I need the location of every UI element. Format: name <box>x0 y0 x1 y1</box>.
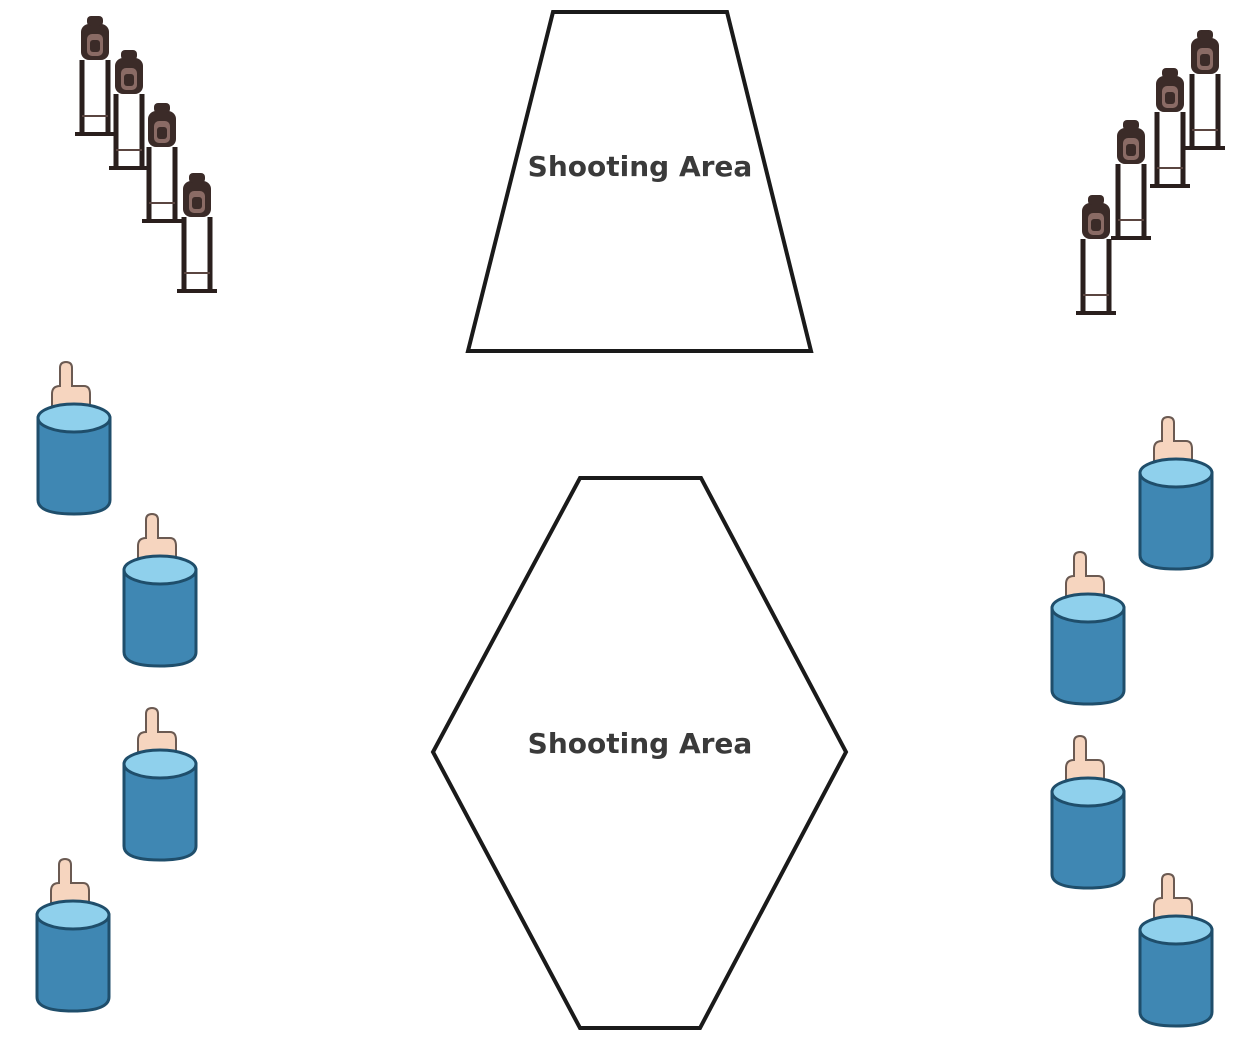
target-stands-left <box>75 16 217 291</box>
barrel-targets-right <box>1052 417 1212 1026</box>
target-stands-right <box>1076 30 1225 313</box>
barrel-target-icon <box>124 514 196 666</box>
shooting-area-top: Shooting Area <box>468 12 811 351</box>
barrel-targets-left <box>37 362 196 1011</box>
shooting-area-top-label: Shooting Area <box>528 150 753 183</box>
target-stand-icon <box>142 103 182 221</box>
target-stand-icon <box>1185 30 1225 148</box>
barrel-target-icon <box>37 859 109 1011</box>
target-stand-icon <box>1111 120 1151 238</box>
target-stand-icon <box>109 50 149 168</box>
target-stand-icon <box>177 173 217 291</box>
barrel-target-icon <box>1052 552 1124 704</box>
barrel-target-icon <box>1052 736 1124 888</box>
shooting-area-bottom-label: Shooting Area <box>528 727 753 760</box>
target-stand-icon <box>1150 68 1190 186</box>
barrel-target-icon <box>1140 417 1212 569</box>
target-stand-icon <box>75 16 115 134</box>
barrel-target-icon <box>1140 874 1212 1026</box>
target-stand-icon <box>1076 195 1116 313</box>
barrel-target-icon <box>38 362 110 514</box>
barrel-target-icon <box>124 708 196 860</box>
shooting-area-bottom: Shooting Area <box>433 478 846 1028</box>
